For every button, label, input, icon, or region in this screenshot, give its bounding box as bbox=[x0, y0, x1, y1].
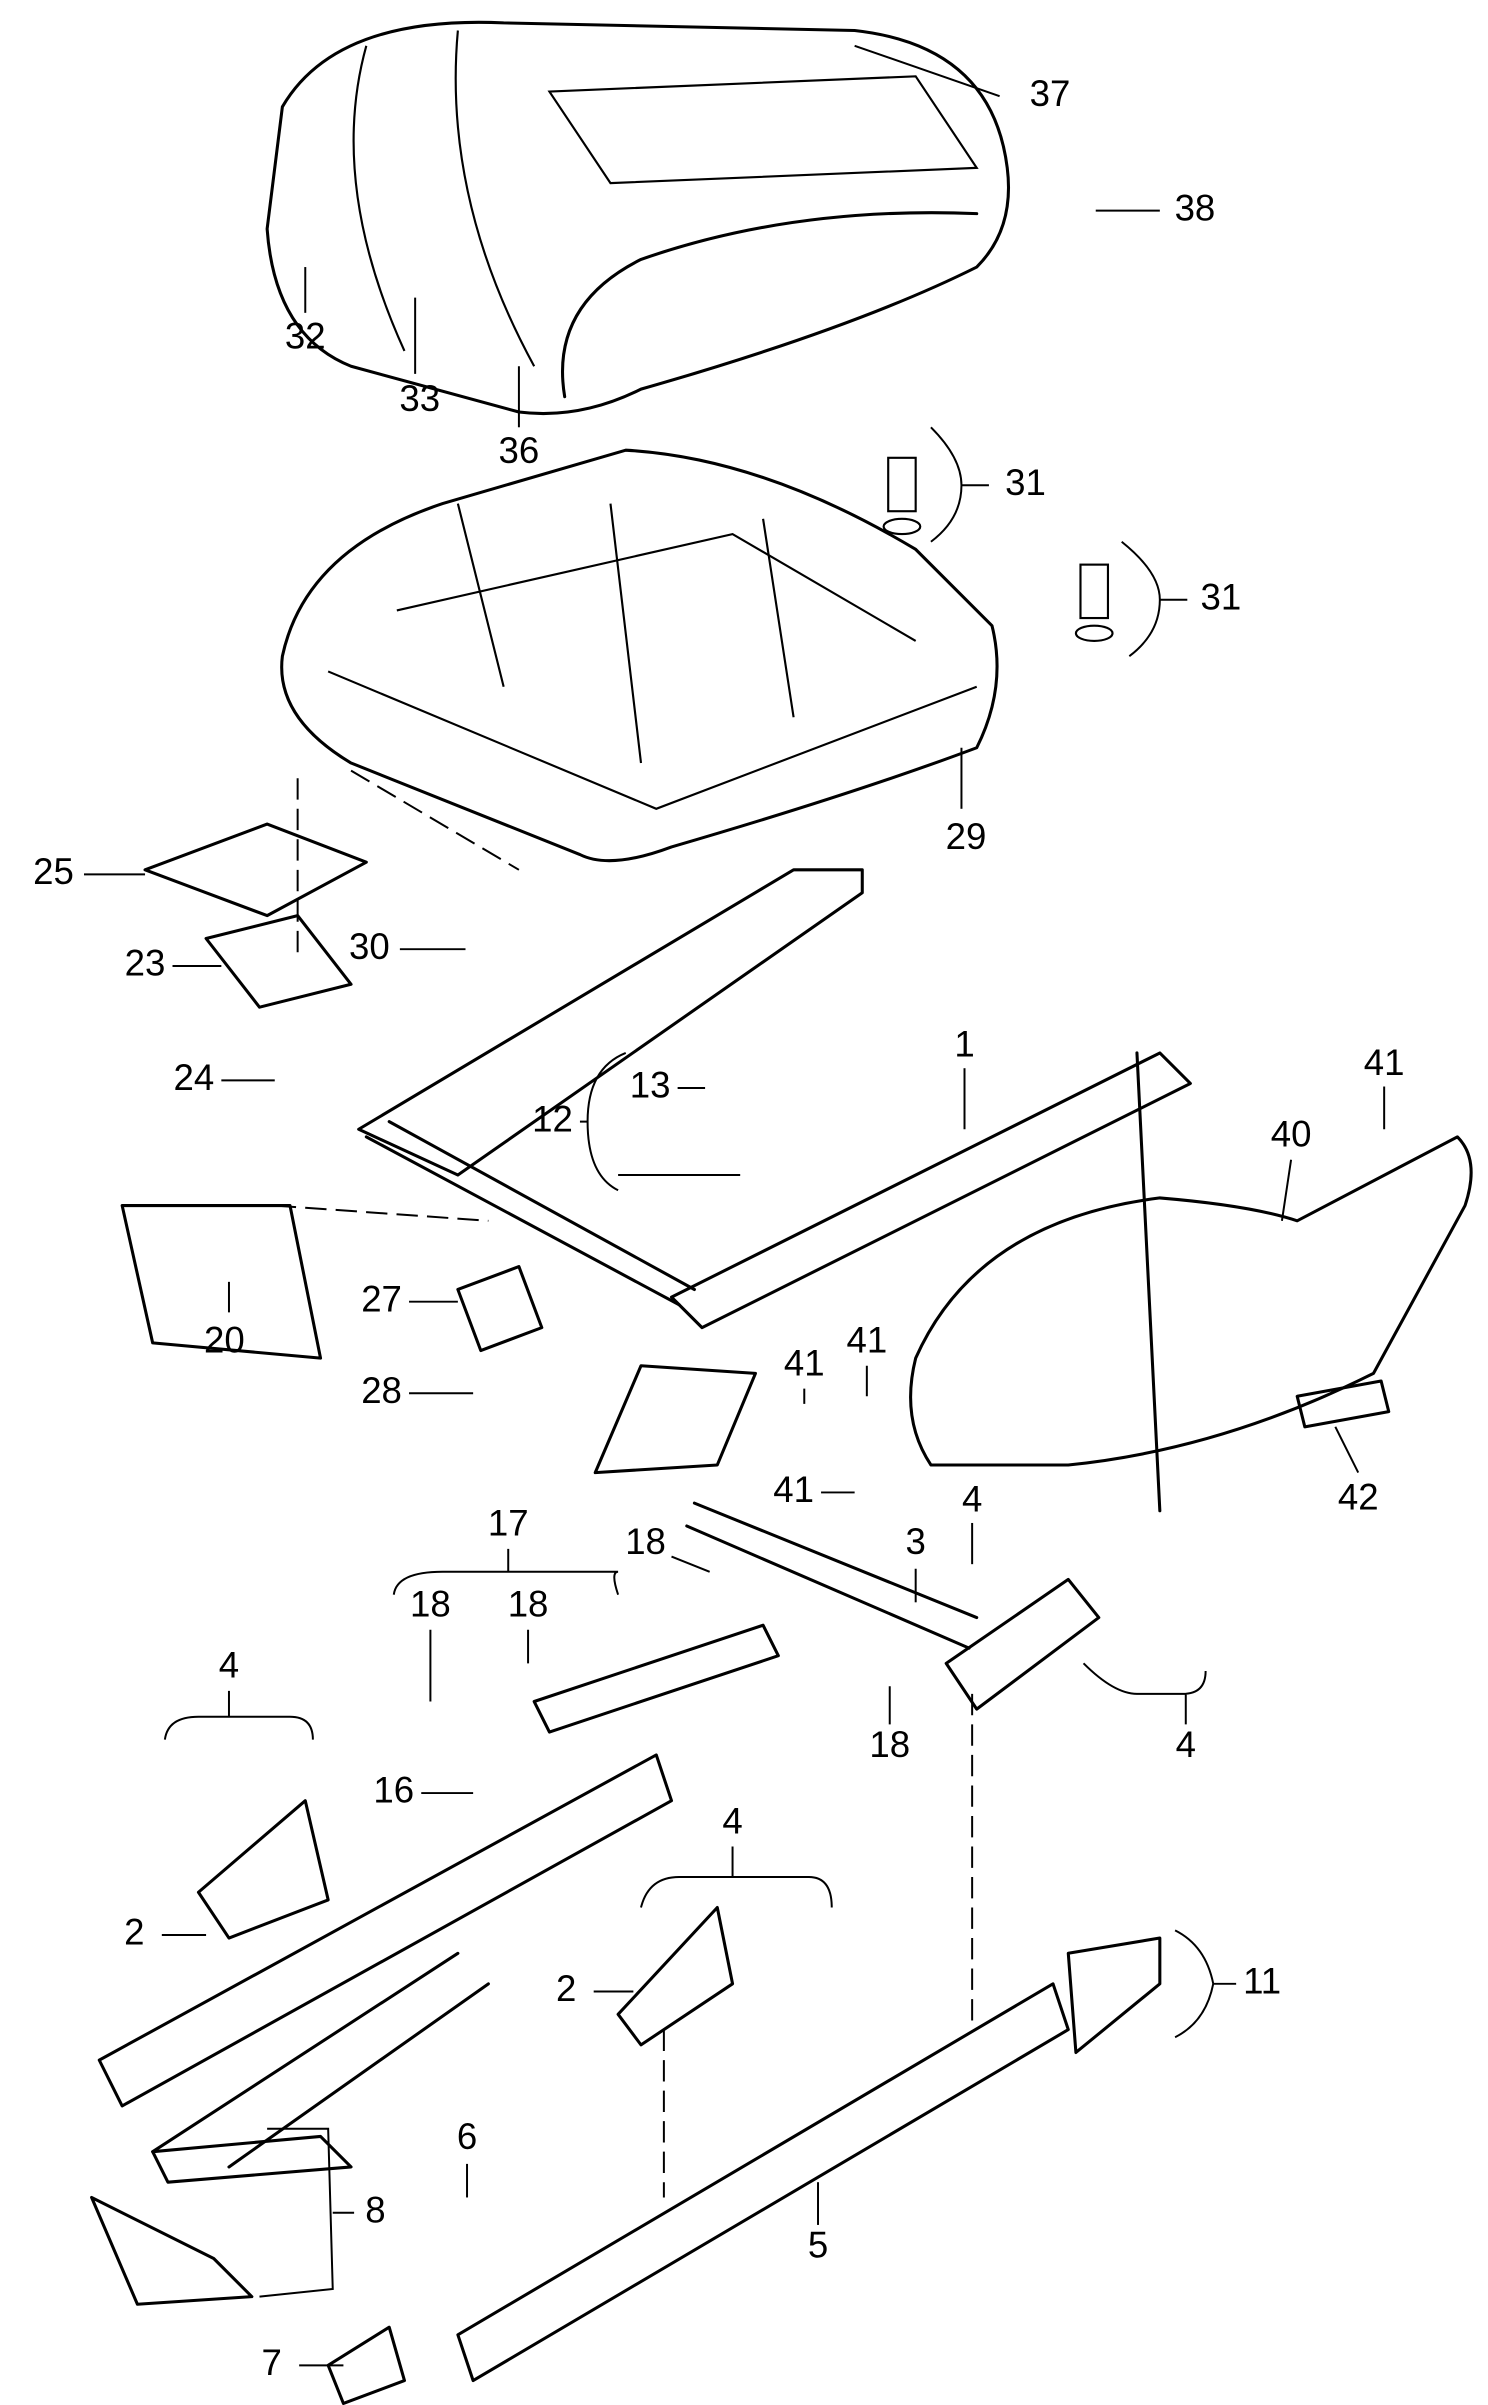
seat-pan bbox=[280, 448, 999, 863]
callout-25: 25 bbox=[33, 851, 74, 892]
callout-7: 7 bbox=[262, 2342, 282, 2383]
callout-41: 41 bbox=[773, 1469, 814, 1510]
callout-6: 6 bbox=[457, 2116, 477, 2157]
callout-labels: 37 38 32 33 36 31 31 29 25 30 23 1 41 24… bbox=[33, 73, 1404, 2383]
leader-lines bbox=[83, 44, 1386, 2367]
callout-18: 18 bbox=[869, 1724, 910, 1765]
callout-41: 41 bbox=[1364, 1042, 1405, 1083]
bracket-20 bbox=[120, 1204, 323, 1360]
seat-belt-buckle bbox=[456, 1265, 544, 1353]
callout-41: 41 bbox=[846, 1320, 887, 1361]
callout-38: 38 bbox=[1175, 187, 1216, 228]
callout-17: 17 bbox=[488, 1503, 529, 1544]
callout-18: 18 bbox=[508, 1584, 549, 1625]
callout-27: 27 bbox=[361, 1278, 402, 1319]
callout-20: 20 bbox=[204, 1320, 245, 1361]
callout-18: 18 bbox=[625, 1521, 666, 1562]
callout-4: 4 bbox=[962, 1478, 982, 1519]
callout-36: 36 bbox=[499, 430, 540, 471]
callout-2: 2 bbox=[124, 1912, 144, 1953]
callout-23: 23 bbox=[125, 943, 166, 984]
callout-41: 41 bbox=[784, 1342, 825, 1383]
callout-37: 37 bbox=[1030, 73, 1071, 114]
bracket-23 bbox=[204, 914, 353, 1009]
seat-frame bbox=[357, 868, 1192, 1513]
callout-24: 24 bbox=[174, 1057, 215, 1098]
callout-40: 40 bbox=[1271, 1114, 1312, 1155]
callout-42: 42 bbox=[1338, 1477, 1379, 1518]
springs bbox=[882, 456, 1114, 642]
callout-1: 1 bbox=[954, 1024, 974, 1065]
seat-rails bbox=[90, 1753, 1162, 2405]
dashed-assembly-lines bbox=[274, 769, 974, 2198]
plate-25 bbox=[143, 822, 368, 918]
callout-8: 8 bbox=[365, 2189, 385, 2230]
cross-tube bbox=[685, 1501, 979, 1650]
callout-13: 13 bbox=[630, 1065, 671, 1106]
callout-4: 4 bbox=[722, 1800, 742, 1841]
callout-16: 16 bbox=[373, 1770, 414, 1811]
callout-18: 18 bbox=[410, 1584, 451, 1625]
callout-11: 11 bbox=[1243, 1960, 1281, 2001]
side-trim-cover bbox=[909, 1135, 1473, 1467]
seat-cushion-cover bbox=[265, 20, 1011, 416]
gas-spring bbox=[532, 1623, 780, 1734]
callout-30: 30 bbox=[349, 926, 390, 967]
callout-31: 31 bbox=[1005, 462, 1046, 503]
callout-33: 33 bbox=[399, 378, 440, 419]
bracket-hinge bbox=[593, 1364, 757, 1475]
callout-2: 2 bbox=[556, 1968, 576, 2009]
callout-4: 4 bbox=[219, 1645, 239, 1686]
callout-3: 3 bbox=[905, 1521, 925, 1562]
callout-5: 5 bbox=[808, 2224, 828, 2265]
callout-31: 31 bbox=[1201, 576, 1242, 617]
callout-29: 29 bbox=[946, 816, 987, 857]
callout-4: 4 bbox=[1176, 1724, 1196, 1765]
rear-bracket bbox=[944, 1577, 1101, 1711]
callout-32: 32 bbox=[285, 315, 326, 356]
callout-28: 28 bbox=[361, 1370, 402, 1411]
callout-12: 12 bbox=[532, 1098, 573, 1139]
